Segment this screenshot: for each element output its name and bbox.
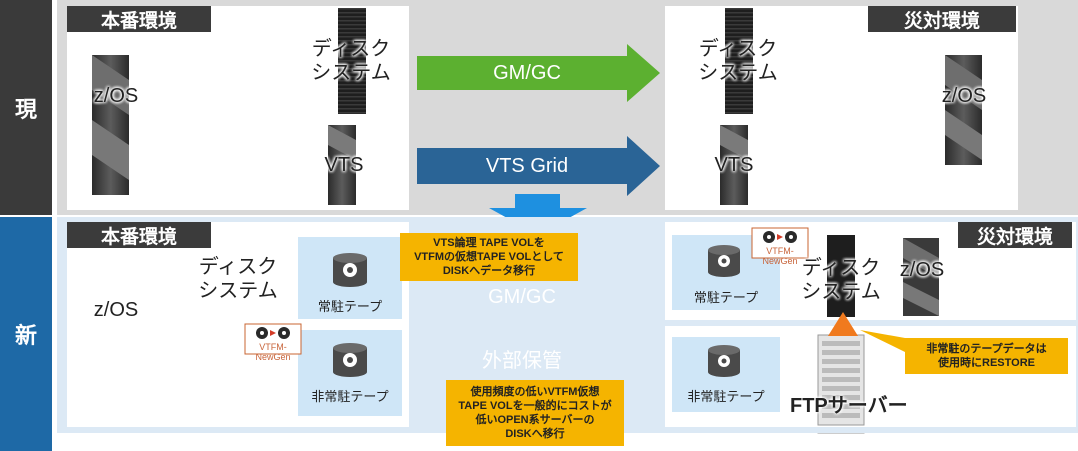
current-dr-vts-icon	[720, 125, 748, 205]
callout-top: VTS論理 TAPE VOLを VTFMの仮想TAPE VOLとして DISKへ…	[400, 233, 578, 281]
ftp-server-label: FTPサーバー	[790, 395, 908, 417]
current-dr-disk-label: ディスク システム	[698, 38, 778, 84]
nonresident-tape-label: 非常駐テープ	[311, 389, 389, 404]
new-row-label: 新	[0, 217, 52, 451]
resident-tape-cylinder-icon	[333, 253, 367, 287]
vtfm-logo-dr	[751, 227, 809, 259]
dr-resident-tape-label: 常駐テープ	[693, 290, 759, 305]
callout-right: 非常駐のテープデータは 使用時にRESTORE	[905, 338, 1068, 374]
current-dr-header-text: 災対環境	[903, 10, 980, 32]
current-dr-vts-label: VTS	[714, 154, 754, 176]
vtfm-logo-prod	[244, 323, 302, 355]
current-dr-zos-server-icon	[945, 55, 982, 165]
resident-tape-label: 常駐テープ	[317, 299, 383, 314]
current-production-header-text: 本番環境	[100, 10, 177, 32]
current-row-label-text: 現	[14, 96, 37, 122]
current-row-label: 現	[0, 0, 52, 215]
new-row-label-text: 新	[14, 323, 37, 348]
new-prod-disk-label: ディスク システム	[198, 256, 278, 302]
current-dr-header: 災対環境	[868, 6, 1016, 32]
new-dr-disk-label: ディスク システム	[801, 257, 881, 303]
vtfm-logo-prod-text: VTFM-NewGen	[255, 342, 291, 362]
new-dr-zos-overlay-icon	[903, 238, 939, 316]
current-prod-disk-icon	[338, 8, 366, 114]
new-production-header: 本番環境	[67, 222, 211, 248]
new-production-header-text: 本番環境	[100, 226, 177, 248]
current-vtsgrid-arrow	[417, 136, 660, 196]
new-prod-zos-label: z/OS	[93, 299, 139, 321]
new-dr-zos-label: z/OS	[899, 259, 945, 281]
vtfm-logo-dr-text: VTFM-NewGen	[762, 246, 798, 266]
current-prod-zos-server-icon	[92, 55, 129, 195]
new-dr-disk-overlay-icon	[827, 235, 855, 317]
current-vtsgrid-label: VTS Grid	[485, 154, 569, 177]
ftp-server-overlay-icon	[817, 334, 865, 426]
dr-resident-tape-cylinder-icon	[708, 245, 740, 277]
nonresident-tape-cylinder-icon	[333, 343, 367, 377]
restore-indicator-overlay	[828, 312, 858, 336]
current-prod-zos-label: z/OS	[93, 85, 139, 107]
current-dr-zos-label: z/OS	[941, 85, 987, 107]
current-prod-vts-icon	[328, 125, 356, 205]
dr-nonresident-tape-cylinder-icon	[708, 345, 740, 377]
current-prod-disk-label: ディスク システム	[311, 38, 391, 84]
migration-down-arrow	[489, 194, 587, 235]
current-production-header: 本番環境	[67, 6, 211, 32]
new-gmgc-label: GM/GC	[488, 285, 556, 308]
current-gmgc-arrow	[417, 44, 660, 102]
dr-nonresident-tape-label: 非常駐テープ	[687, 389, 765, 404]
new-external-storage-label: 外部保管	[482, 349, 562, 372]
callout-bottom: 使用頻度の低いVTFM仮想 TAPE VOLを一般的にコストが 低いOPEN系サ…	[446, 380, 624, 446]
callout-right-pointer-overlay	[860, 330, 905, 352]
current-gmgc-label: GM/GC	[493, 61, 561, 84]
current-prod-vts-label: VTS	[324, 154, 364, 176]
current-dr-disk-icon	[725, 8, 753, 114]
new-dr-header-text: 災対環境	[976, 226, 1053, 248]
new-dr-header: 災対環境	[958, 222, 1072, 248]
